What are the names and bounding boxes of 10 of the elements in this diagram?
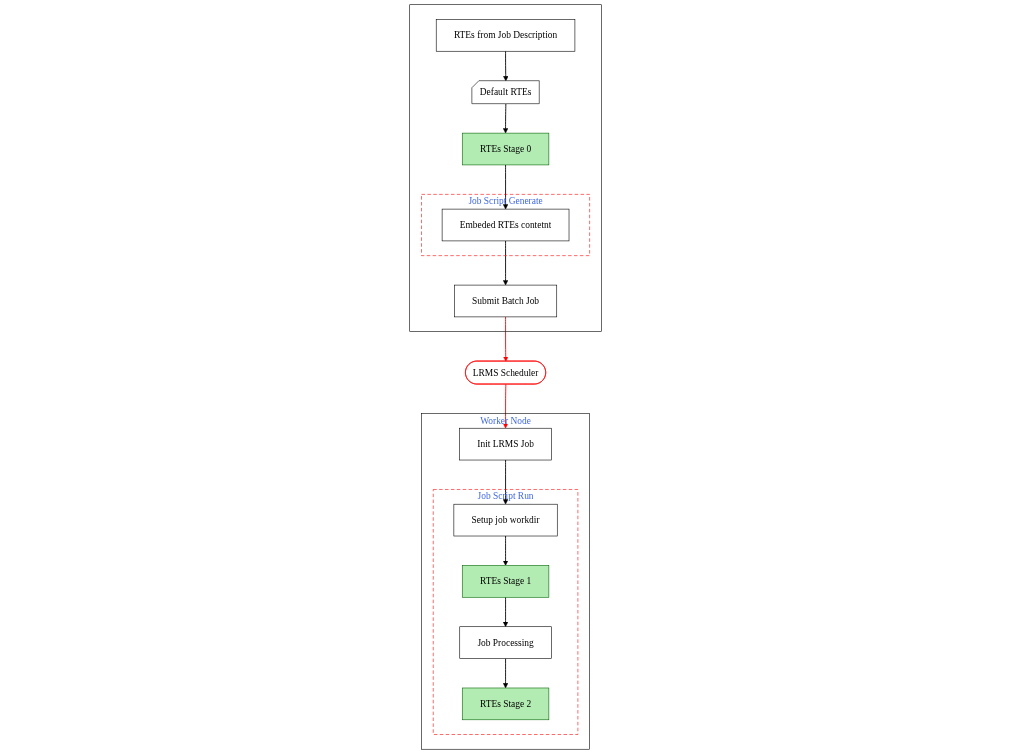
- node-box: Submit Batch Job: [454, 284, 557, 318]
- node-box: Embeded RTEs contetnt: [441, 208, 570, 242]
- node-box: RTEs Stage 2: [461, 687, 550, 721]
- cluster: [409, 4, 602, 332]
- node-box: Job Processing: [459, 626, 552, 659]
- node-box: Setup job workdir: [453, 503, 558, 537]
- node-box: RTEs from Job Description: [435, 19, 576, 52]
- node-box: RTEs Stage 0: [461, 132, 550, 166]
- node-box: Init LRMS Job: [459, 427, 552, 461]
- node-box: RTEs Stage 1: [461, 565, 550, 598]
